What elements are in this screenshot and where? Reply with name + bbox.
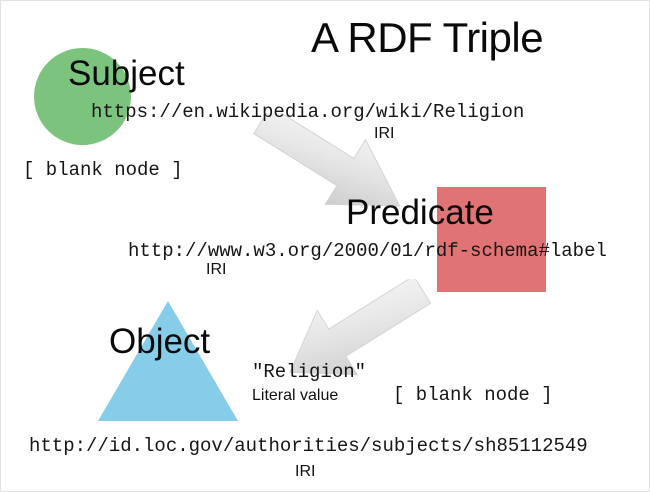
subject-blank-node: [ blank node ]: [23, 159, 183, 181]
object-blank-node: [ blank node ]: [393, 384, 553, 406]
predicate-label: Predicate: [346, 193, 494, 232]
object-literal-kind: Literal value: [252, 387, 339, 404]
subject-uri-kind: IRI: [374, 125, 395, 142]
object-label: Object: [109, 322, 211, 361]
subject-label: Subject: [68, 54, 185, 93]
predicate-uri: http://www.w3.org/2000/01/rdf-schema#lab…: [128, 240, 607, 262]
object-literal-value: "Religion": [252, 361, 367, 383]
object-uri-kind: IRI: [295, 463, 316, 480]
object-uri: http://id.loc.gov/authorities/subjects/s…: [29, 435, 588, 457]
predicate-uri-kind: IRI: [206, 261, 227, 278]
page-title: A RDF Triple: [311, 14, 544, 61]
subject-circle-shape: [34, 48, 131, 145]
subject-uri: https://en.wikipedia.org/wiki/Religion: [91, 101, 525, 123]
predicate-square-shape: [437, 187, 546, 292]
